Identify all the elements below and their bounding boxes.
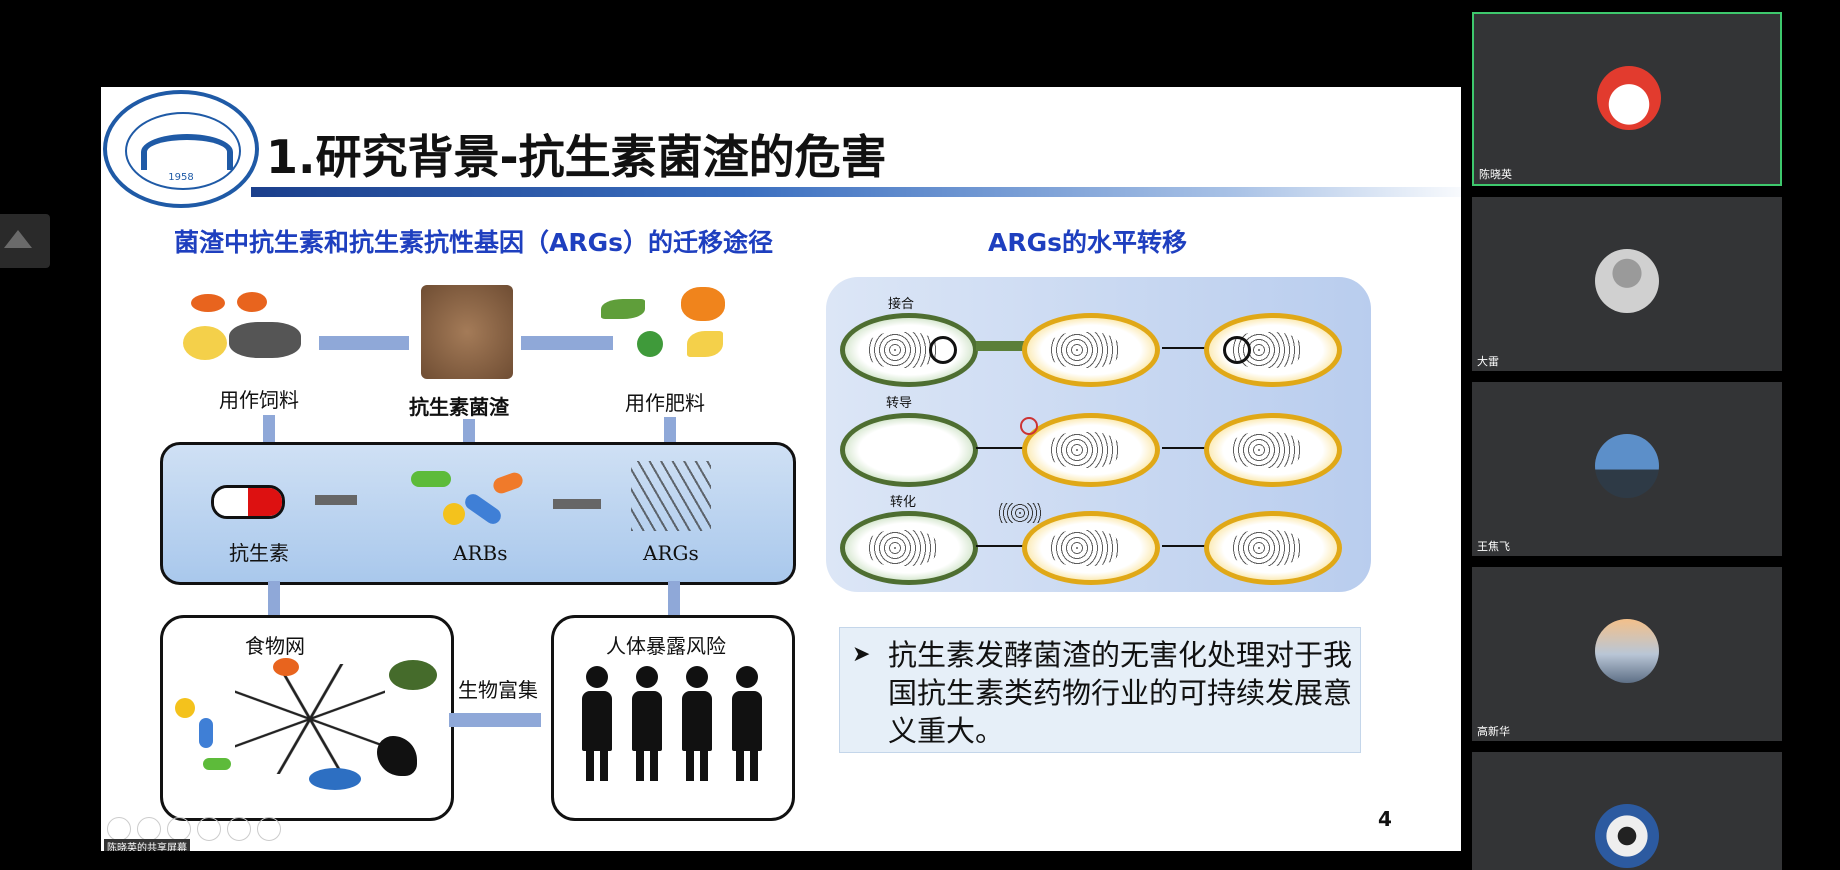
logo-year: 1958 xyxy=(168,172,194,183)
bacteria-icon xyxy=(199,718,213,748)
plants-icon xyxy=(601,287,735,365)
donor-cell xyxy=(840,511,978,585)
arrow-down-residue xyxy=(463,419,475,445)
fish-icon xyxy=(309,768,361,790)
recipient-cell xyxy=(1022,413,1160,487)
exposure-box: 人体暴露风险 xyxy=(551,615,795,821)
participant-tile[interactable]: 高新华 xyxy=(1472,567,1782,741)
shared-slide: 1958 1.研究背景-抗生素菌渣的危害 菌渣中抗生素和抗生素抗性基因（ARGs… xyxy=(101,87,1461,851)
arrow-step xyxy=(976,447,1026,449)
sunset-photo-avatar xyxy=(1595,619,1659,683)
floating-toolbar-tab[interactable] xyxy=(0,214,50,268)
person-icon xyxy=(582,666,612,781)
residue-photo xyxy=(421,285,513,379)
turtle-icon xyxy=(389,660,437,690)
title-underline xyxy=(251,187,1461,197)
arrow-down-exposure xyxy=(668,581,680,617)
right-heading: ARGs的水平转移 xyxy=(988,228,1187,257)
conclusion-box: ➤ 抗生素发酵菌渣的无害化处理对于我国抗生素类药物行业的可持续发展意义重大。 xyxy=(839,627,1361,753)
result-cell xyxy=(1204,413,1342,487)
pen-icon[interactable] xyxy=(167,817,191,841)
exposure-label: 人体暴露风险 xyxy=(606,634,726,658)
arrow-down-foodweb xyxy=(268,581,280,617)
panda-avatar xyxy=(1595,804,1659,868)
participant-name: 王焦飞 xyxy=(1477,540,1510,553)
participant-tile[interactable]: 陈晓英 xyxy=(1472,12,1782,186)
arrow-bioaccumulation xyxy=(449,713,541,727)
result-cell xyxy=(1204,511,1342,585)
pollutant-box: 抗生素 ARBs ARGs xyxy=(160,442,796,585)
left-heading: 菌渣中抗生素和抗生素抗性基因（ARGs）的迁移途径 xyxy=(174,228,774,257)
participant-name: 大雷 xyxy=(1477,355,1499,368)
bacteria-icon xyxy=(411,471,451,487)
collapse-icon xyxy=(4,230,32,248)
arrow-step xyxy=(1162,347,1212,349)
sky-photo-avatar xyxy=(1595,434,1659,498)
slide-controls xyxy=(107,817,281,841)
bacteria-icon xyxy=(203,758,231,770)
arrow-to-arbs xyxy=(315,495,357,505)
participant-tile[interactable]: 大雷 xyxy=(1472,197,1782,371)
slide-title: 1.研究背景-抗生素菌渣的危害 xyxy=(266,130,887,184)
arrow-to-fertilizer xyxy=(521,336,613,350)
arrow-step xyxy=(1162,447,1212,449)
person-icon xyxy=(732,666,762,781)
bird-icon xyxy=(377,736,417,776)
hgt-panel: 接合 转导 转化 xyxy=(826,277,1371,592)
conclusion-text: 抗生素发酵菌渣的无害化处理对于我国抗生素类药物行业的可持续发展意义重大。 xyxy=(888,638,1353,748)
arrow-down-fertilizer xyxy=(664,417,676,445)
prev-slide-icon[interactable] xyxy=(107,817,131,841)
fertilizer-label: 用作肥料 xyxy=(625,391,705,415)
pages-icon[interactable] xyxy=(197,817,221,841)
bacteria-icon xyxy=(462,490,504,528)
arrow-to-feed xyxy=(319,336,409,350)
arbs-label: ARBs xyxy=(453,541,508,565)
transformation-label: 转化 xyxy=(890,495,917,510)
free-dna-icon xyxy=(998,503,1042,523)
participant-tile[interactable] xyxy=(1472,752,1782,870)
participant-name: 陈晓英 xyxy=(1479,168,1512,181)
bioaccumulation-label: 生物富集 xyxy=(458,678,538,702)
more-icon[interactable] xyxy=(257,817,281,841)
recipient-cell xyxy=(1022,511,1160,585)
shrimp-icon xyxy=(273,658,299,676)
recipient-cell xyxy=(1022,313,1160,387)
gene-fragments-icon xyxy=(631,461,711,531)
foodweb-links xyxy=(235,664,385,774)
arrow-step xyxy=(976,545,1026,547)
person-icon xyxy=(632,666,662,781)
zoom-icon[interactable] xyxy=(227,817,251,841)
default-person-avatar xyxy=(1595,249,1659,313)
participant-tile[interactable]: 王焦飞 xyxy=(1472,382,1782,556)
person-icon xyxy=(682,666,712,781)
animals-icon xyxy=(181,292,301,362)
residue-label: 抗生素菌渣 xyxy=(409,395,509,419)
next-slide-icon[interactable] xyxy=(137,817,161,841)
result-cell xyxy=(1204,313,1342,387)
pilus xyxy=(976,341,1028,351)
phage-icon xyxy=(1020,417,1038,435)
capsule-icon xyxy=(211,485,285,519)
antibiotic-label: 抗生素 xyxy=(229,541,289,565)
arrow-step xyxy=(1162,545,1212,547)
bacteria-icon xyxy=(443,503,465,525)
foodweb-box: 食物网 xyxy=(160,615,454,821)
args-label: ARGs xyxy=(643,541,699,565)
donor-cell xyxy=(840,413,978,487)
arrow-down-feed xyxy=(263,415,275,445)
bacteria-icon xyxy=(175,698,195,718)
conjugation-label: 接合 xyxy=(888,297,915,312)
share-screen-label: 陈晓英的共享屏幕 xyxy=(104,839,190,851)
power-cartoon-avatar xyxy=(1597,66,1661,130)
arrow-arbs-args xyxy=(553,499,601,509)
feed-label: 用作饲料 xyxy=(219,388,299,412)
participant-name: 高新华 xyxy=(1477,725,1510,738)
donor-cell xyxy=(840,313,978,387)
bullet-arrow-icon: ➤ xyxy=(852,642,871,667)
foodweb-label: 食物网 xyxy=(245,634,305,658)
bacteria-icon xyxy=(491,470,525,496)
page-number: 4 xyxy=(1378,807,1392,831)
transduction-label: 转导 xyxy=(886,396,913,411)
university-logo: 1958 xyxy=(103,90,259,208)
